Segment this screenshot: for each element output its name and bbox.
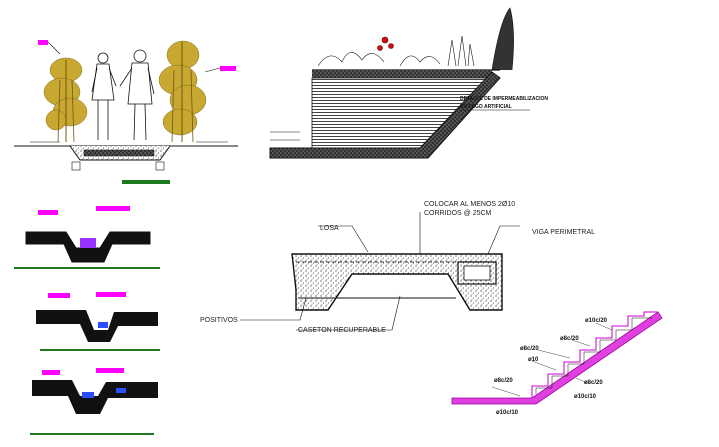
stair-slab: [451, 311, 663, 405]
lake-waterproofing-section: DETALLE DE IMPERMEABILIZACION EN LAGO AR…: [269, 7, 548, 159]
lake-title-line1: DETALLE DE IMPERMEABILIZACION: [460, 96, 548, 102]
label-viga-perimetral: VIGA PERIMETRAL: [532, 229, 595, 236]
label-caseton: CASETON RECUPERABLE: [298, 327, 386, 334]
person-right: [119, 49, 155, 141]
stair-label: ø10: [528, 357, 539, 363]
person-left: [91, 52, 117, 140]
channel-detail-1: [14, 206, 160, 269]
shrub-left: [43, 57, 88, 143]
garden-path-section: [14, 40, 238, 184]
section-title-bar: [122, 180, 170, 184]
channel-detail-3: [30, 368, 158, 435]
lake-plants: [317, 7, 514, 71]
tag-marker: [220, 66, 236, 71]
label-colocar-line1: COLOCAR AL MENOS 2Ø10: [424, 201, 515, 208]
stair-label: ø8c/20: [494, 378, 513, 384]
slab-body: [291, 253, 503, 311]
stair-label: ø8c/20: [560, 336, 579, 342]
tag-marker: [38, 40, 48, 45]
stair-label: ø10c/10: [574, 394, 597, 400]
stair-reinforcement: ø10c/20 ø8c/20 ø8c/20 ø10 ø8c/20 ø8c/20 …: [451, 311, 663, 416]
lake-liner: [269, 71, 501, 159]
stair-steps: [531, 311, 658, 398]
stair-label: ø10c/10: [496, 410, 519, 416]
slab-section: COLOCAR AL MENOS 2Ø10 CORRIDOS @ 25CM LO…: [200, 201, 595, 334]
stair-label: ø8c/20: [584, 380, 603, 386]
label-positivos: POSITIVOS: [200, 317, 238, 324]
stair-label: ø8c/20: [520, 346, 539, 352]
stair-label: ø10c/20: [585, 318, 608, 324]
label-colocar-line2: CORRIDOS @ 25CM: [424, 210, 492, 217]
label-losa: LOSA: [320, 225, 339, 232]
channel-detail-2: [36, 292, 160, 351]
shrub-right: [158, 40, 207, 143]
lake-title-line2: EN LAGO ARTIFICIAL: [460, 104, 512, 110]
